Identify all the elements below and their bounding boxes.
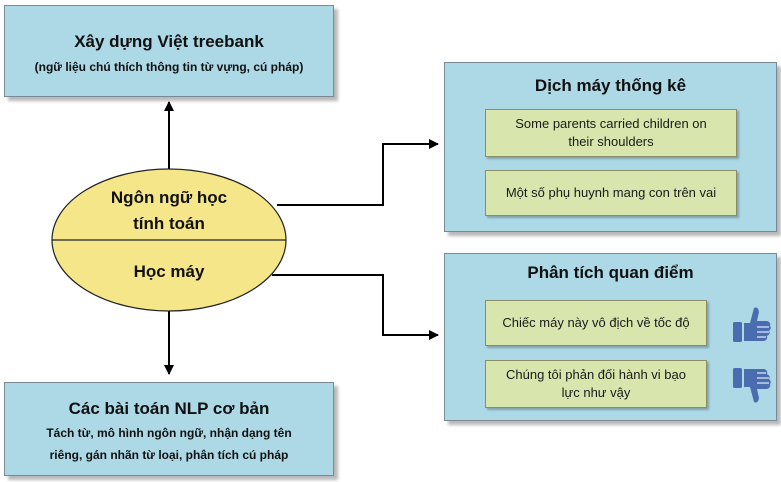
- sentiment-positive-sentence: Chiếc máy này vô địch về tốc độ: [485, 300, 707, 346]
- ellipse-top-label-2: tính toán: [133, 214, 205, 233]
- sentiment-negative-line-1: Chúng tôi phản đối hành vi bạo: [506, 367, 686, 382]
- mt-source-line-2: their shoulders: [568, 134, 654, 149]
- sentiment-title: Phân tích quan điểm: [527, 263, 694, 282]
- ellipse-top-label-1: Ngôn ngữ học: [110, 188, 228, 207]
- treebank-subtitle: (ngữ liệu chú thích thông tin từ vựng, c…: [34, 60, 304, 74]
- sentiment-positive-text: Chiếc máy này vô địch về tốc độ: [502, 315, 690, 330]
- nlp-tasks-title: Các bài toán NLP cơ bản: [68, 399, 270, 418]
- nlp-tasks-line-1: Tách từ, mô hình ngôn ngữ, nhận dạng tên: [46, 426, 292, 440]
- nlp-tasks-box: Các bài toán NLP cơ bản Tách từ, mô hình…: [4, 382, 334, 476]
- treebank-box: Xây dựng Việt treebank (ngữ liệu chú thí…: [4, 5, 334, 97]
- mt-title: Dịch máy thống kê: [534, 76, 687, 95]
- arrow-to-sentiment: [272, 274, 439, 340]
- mt-target-sentence: Một số phụ huynh mang con trên vai: [485, 170, 737, 216]
- sentiment-box: Phân tích quan điểm Chiếc máy này vô địc…: [444, 253, 777, 421]
- treebank-title: Xây dựng Việt treebank: [74, 32, 264, 51]
- mt-source-sentence: Some parents carried children on their s…: [485, 109, 737, 157]
- mt-box: Dịch máy thống kê Some parents carried c…: [444, 62, 777, 232]
- nlp-tasks-line-2: riêng, gán nhãn từ loại, phân tích cú ph…: [49, 448, 289, 462]
- thumbs-down-icon: [733, 368, 771, 403]
- thumbs-up-icon: [733, 307, 771, 342]
- arrow-to-mt: [277, 139, 439, 206]
- sentiment-negative-sentence: Chúng tôi phản đối hành vi bạo lực như v…: [485, 360, 707, 408]
- sentiment-negative-line-2: lực như vậy: [561, 385, 631, 400]
- mt-target-text: Một số phụ huynh mang con trên vai: [505, 185, 717, 200]
- mt-source-line-1: Some parents carried children on: [515, 116, 707, 131]
- ellipse-bottom-label: Học máy: [133, 262, 205, 281]
